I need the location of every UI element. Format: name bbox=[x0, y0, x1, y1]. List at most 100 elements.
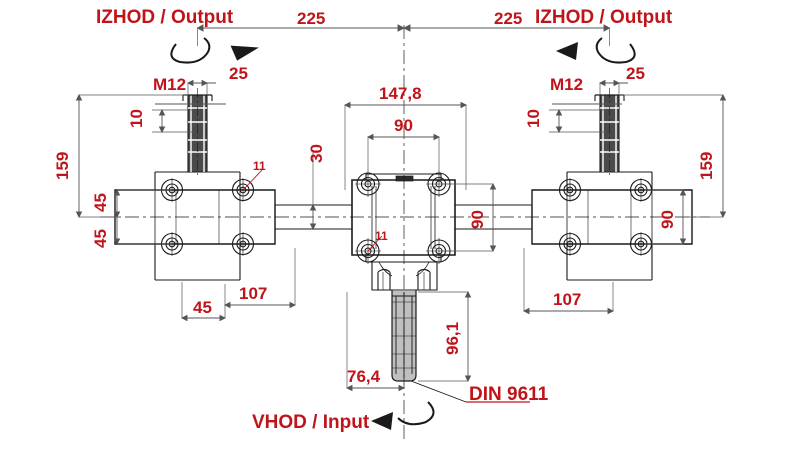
dim-90-right-arrow2 bbox=[679, 238, 687, 246]
label-output-left: IZHOD / Output bbox=[96, 7, 234, 28]
dim-90-top-ext bbox=[367, 137, 440, 180]
left-shaft-shoulder bbox=[182, 95, 213, 101]
dim-label-11-center: 11 bbox=[375, 229, 388, 243]
dim-45-bottom-ext bbox=[181, 282, 226, 318]
dim-label-45-bottom: 45 bbox=[91, 229, 110, 248]
dim-45-top-arrow bbox=[113, 188, 121, 196]
dim-label-159-right: 159 bbox=[697, 152, 716, 180]
dim-25-right-ext bbox=[599, 83, 620, 95]
center-gearbox bbox=[351, 171, 456, 291]
rotation-arc-left bbox=[170, 37, 211, 64]
dim-10-left-arrow2 bbox=[158, 126, 166, 134]
dim-label-159-left: 159 bbox=[53, 152, 72, 180]
left-gearbox bbox=[114, 171, 276, 281]
dim-label-225-left: 225 bbox=[297, 9, 325, 28]
rotation-arrowhead-right bbox=[556, 42, 578, 60]
dim-90-top-arrow bbox=[366, 133, 374, 141]
dim-764-arrow2 bbox=[398, 384, 406, 392]
dim-10-left-ext bbox=[152, 109, 195, 133]
dim-90-center-arrow bbox=[489, 182, 497, 190]
dim-107-right-arrow bbox=[522, 307, 530, 315]
dim-label-m12-right: M12 bbox=[550, 75, 583, 94]
dim-107-right-ext bbox=[523, 248, 614, 311]
dim-label-30: 30 bbox=[307, 144, 326, 163]
dim-961-ext bbox=[418, 291, 468, 382]
dim-label-90-top: 90 bbox=[394, 116, 413, 135]
dim-1478-arrow2 bbox=[460, 101, 468, 109]
rotation-arc-right bbox=[595, 37, 636, 64]
dim-25-left-arrow2 bbox=[201, 79, 209, 87]
dim-label-25-left: 25 bbox=[229, 64, 248, 83]
dimension-layer bbox=[75, 24, 727, 403]
din-leader-line bbox=[410, 380, 467, 403]
dim-90-right-ext bbox=[645, 189, 683, 245]
boss-crosshair bbox=[558, 232, 582, 256]
dim-764-arrow bbox=[345, 384, 353, 392]
center-top-plate bbox=[365, 173, 442, 180]
dim-107-right-arrow2 bbox=[607, 307, 615, 315]
left-boss-br bbox=[231, 232, 255, 256]
text-layer: IZHOD / Output IZHOD / Output VHOD / Inp… bbox=[53, 7, 716, 433]
dim-961-arrow2 bbox=[464, 375, 472, 383]
dim-label-90-right: 90 bbox=[658, 210, 677, 229]
dim-10-right-arrow2 bbox=[555, 126, 563, 134]
geometry-layer bbox=[100, 25, 710, 440]
dim-label-45-top: 45 bbox=[91, 193, 110, 212]
dim-225-right-arrow2 bbox=[402, 24, 411, 32]
right-shaft-shoulder bbox=[594, 95, 625, 101]
dim-label-147-8: 147,8 bbox=[379, 84, 422, 103]
stud-right bbox=[417, 268, 431, 290]
rotation-arc-bottom bbox=[397, 401, 435, 426]
dim-label-m12-left: M12 bbox=[153, 75, 186, 94]
dim-225-left-arrow2 bbox=[397, 24, 406, 32]
dim-90-top-arrow2 bbox=[433, 133, 441, 141]
flange-fillet-left bbox=[378, 261, 393, 277]
dim-90-right-arrow bbox=[679, 188, 687, 196]
label-output-right: IZHOD / Output bbox=[535, 7, 673, 28]
dim-45-ext bbox=[117, 189, 172, 245]
boss-crosshair bbox=[231, 232, 255, 256]
dim-label-11-left: 11 bbox=[253, 159, 266, 173]
dim-label-96-1: 96,1 bbox=[443, 322, 462, 355]
center-bottom-plate bbox=[365, 255, 442, 263]
dim-label-10-right: 10 bbox=[524, 109, 543, 128]
centerlines bbox=[100, 25, 710, 440]
dim-90-center-ext bbox=[443, 183, 493, 252]
label-din-standard: DIN 9611 bbox=[469, 384, 549, 405]
center-inner-wall bbox=[371, 186, 436, 249]
right-output-shaft bbox=[594, 88, 625, 178]
dim-159-right-arrow bbox=[719, 93, 727, 101]
right-boss-bl bbox=[558, 232, 582, 256]
shaft-right-body bbox=[455, 204, 532, 230]
dim-label-107-left: 107 bbox=[239, 284, 267, 303]
dim-45-bottom-arrow2 bbox=[219, 314, 227, 322]
dim-label-45-offset: 45 bbox=[193, 298, 212, 317]
dim-90-center-arrow2 bbox=[489, 245, 497, 253]
rotation-arrowhead-left bbox=[230, 45, 259, 61]
boss-crosshair bbox=[558, 178, 582, 202]
dim-25-right-arrow bbox=[598, 79, 606, 87]
dim-25-left-ext bbox=[187, 83, 208, 95]
dim-25-left-arrow bbox=[186, 79, 194, 87]
label-input-bottom: VHOD / Input bbox=[252, 412, 370, 433]
left-bottom-plate bbox=[154, 244, 241, 281]
dim-1478-ext bbox=[344, 105, 467, 190]
right-boss-tl bbox=[558, 178, 582, 202]
dim-45-bottom-arrow bbox=[180, 314, 188, 322]
dim-159-left-arrow bbox=[75, 93, 83, 101]
stud-left bbox=[377, 268, 391, 290]
right-bottom-plate bbox=[566, 244, 653, 281]
dim-label-90-center: 90 bbox=[468, 210, 487, 229]
dim-30-arrow bbox=[309, 203, 317, 211]
dim-label-225-right: 225 bbox=[494, 9, 522, 28]
dim-label-10-left: 10 bbox=[127, 109, 146, 128]
center-inner-wall2 bbox=[375, 186, 432, 249]
dim-961-arrow bbox=[464, 290, 472, 298]
dim-label-25-right: 25 bbox=[626, 64, 645, 83]
dim-45-top-arrow2 bbox=[113, 211, 121, 219]
dim-45-bot-arrow bbox=[113, 238, 121, 246]
dim-11-left-leader bbox=[242, 169, 263, 191]
